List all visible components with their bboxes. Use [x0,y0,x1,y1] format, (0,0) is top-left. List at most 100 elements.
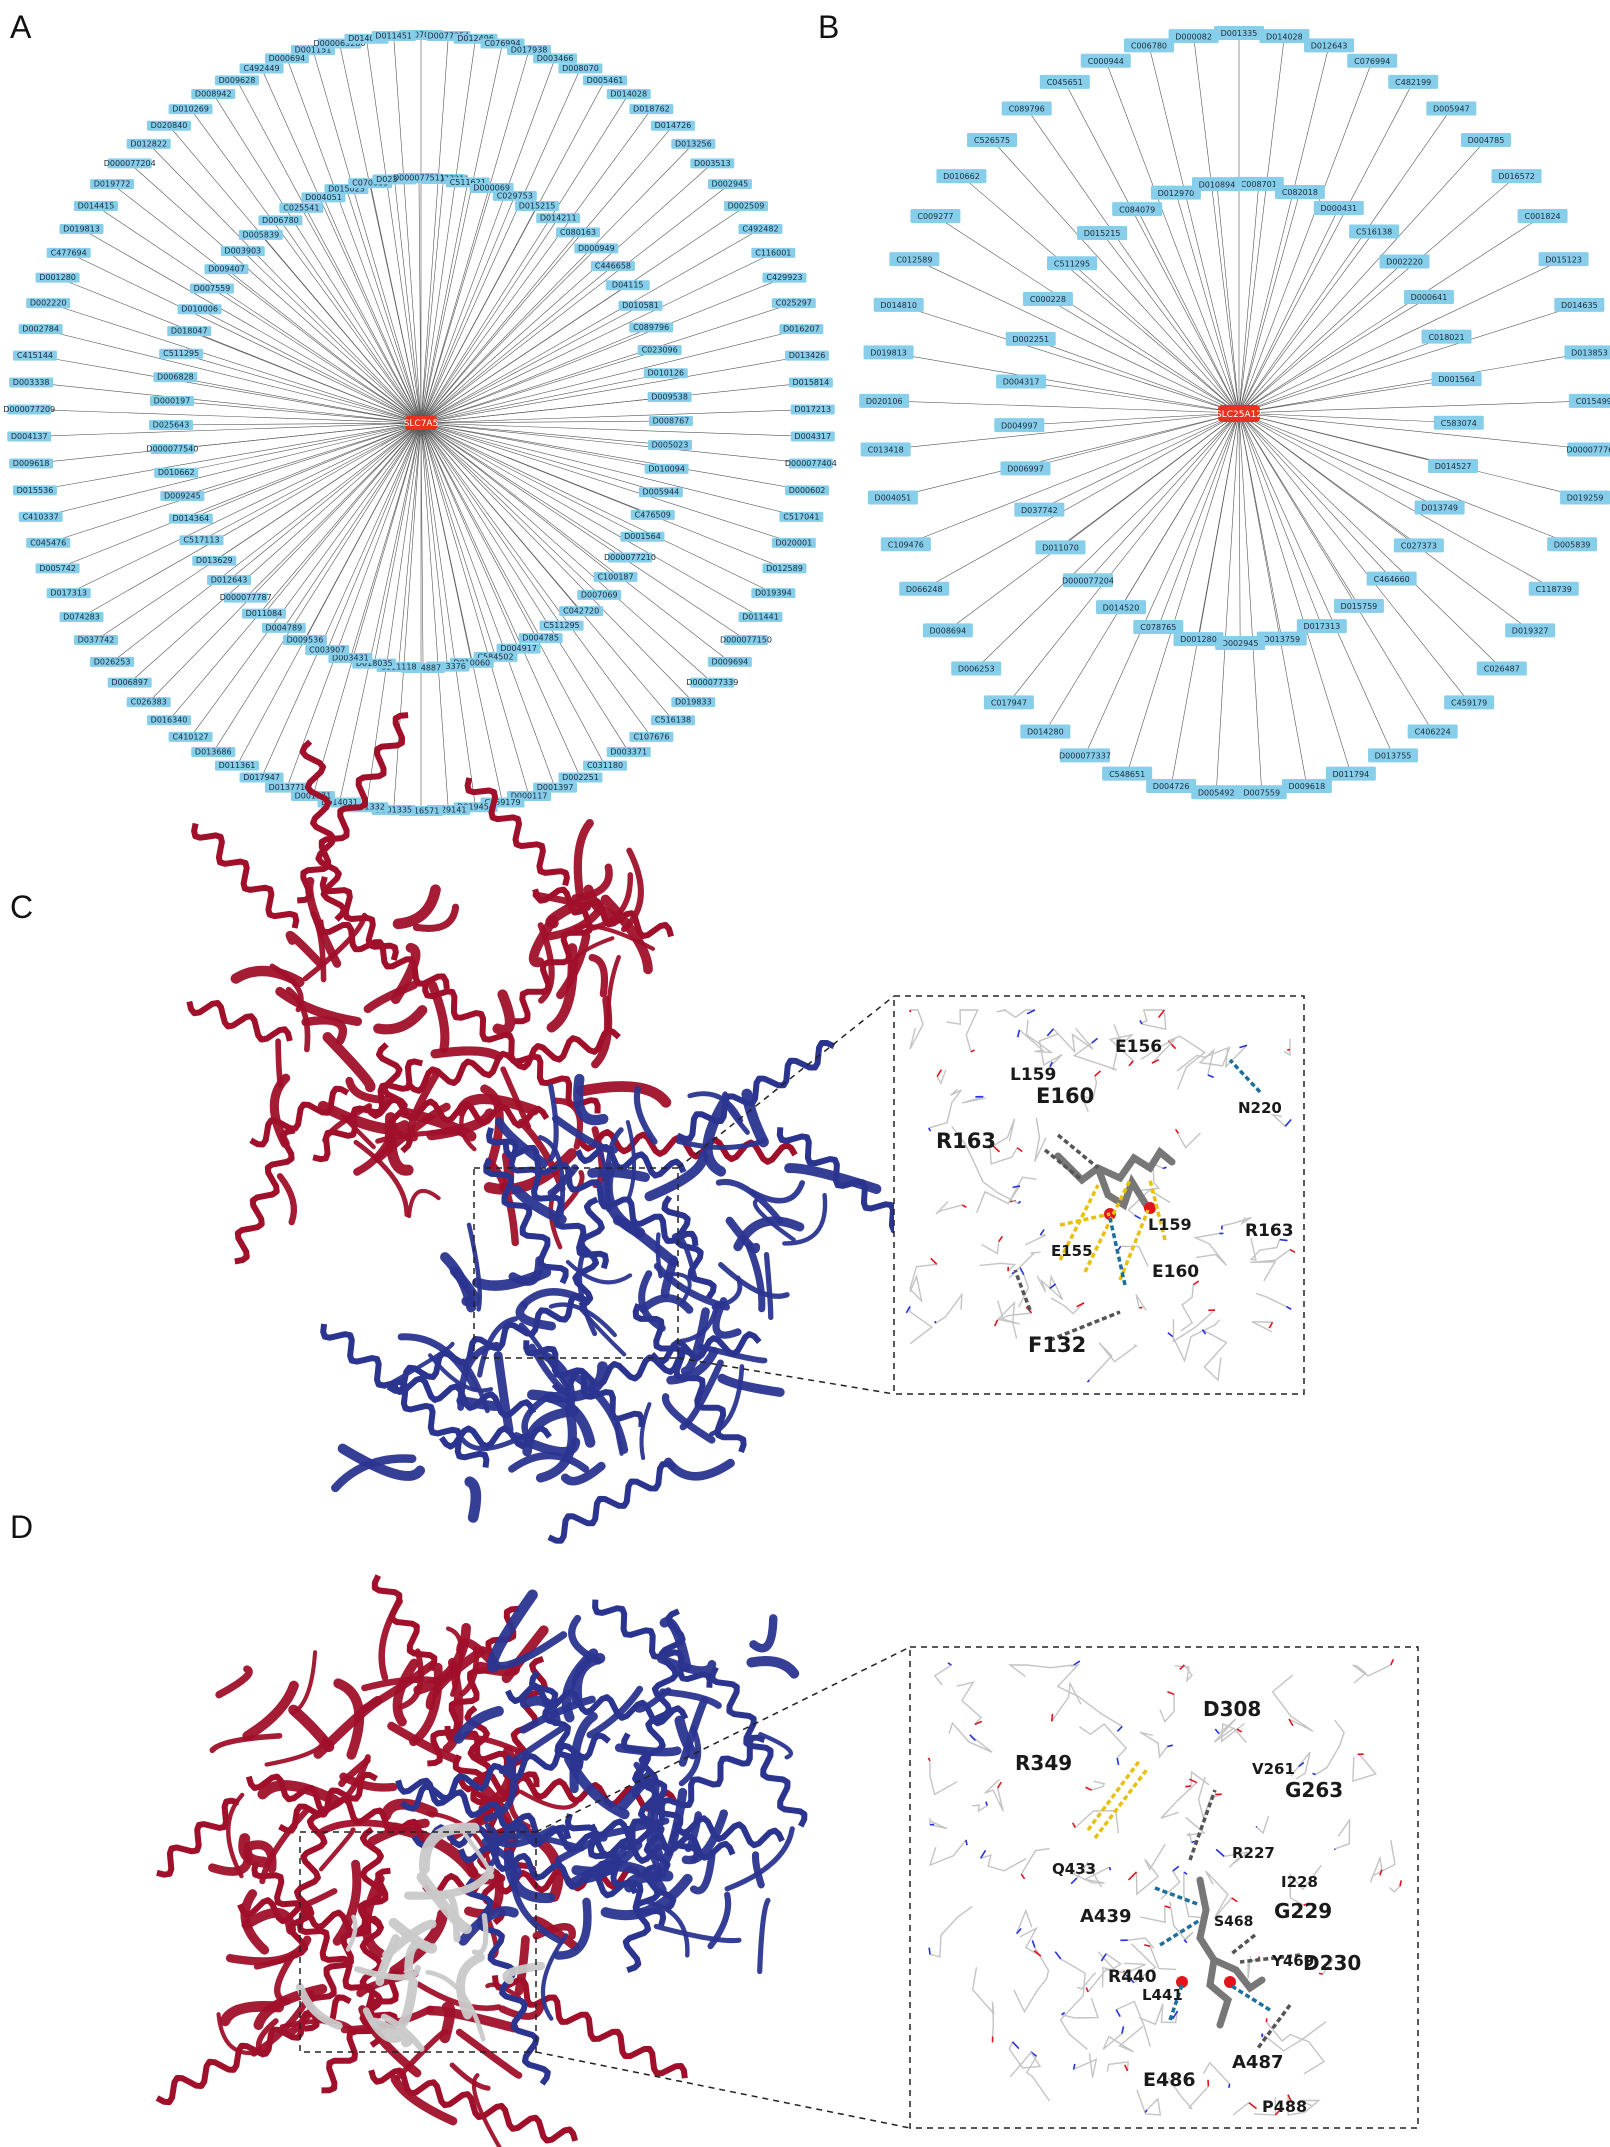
network-node[interactable]: D014810 [873,297,924,312]
network-node[interactable]: D000077787 [220,592,272,603]
network-node[interactable]: D003338 [9,377,54,388]
network-node[interactable]: C018021 [1421,329,1472,344]
network-node[interactable]: D000077767 [1566,442,1610,457]
network-node[interactable]: D004726 [1146,778,1197,793]
network-node[interactable]: D011084 [241,608,286,619]
network-node[interactable]: D001280 [35,272,80,283]
network-node[interactable]: C511295 [539,620,584,631]
network-node[interactable]: C084079 [1112,202,1163,217]
network-node[interactable]: D000077150 [720,634,772,645]
network-node[interactable]: D017938 [507,45,552,56]
network-node[interactable]: D010126 [643,368,688,379]
network-node[interactable]: D010662 [936,169,987,184]
network-node[interactable]: D007559 [1236,785,1287,800]
network-node[interactable]: D003903 [220,246,265,257]
network-node[interactable]: D000082 [1168,29,1219,44]
network-node[interactable]: D013426 [785,350,830,361]
network-node[interactable]: C511295 [159,348,204,359]
network-node[interactable]: C015499 [1568,393,1610,408]
network-node[interactable]: D002784 [18,324,63,335]
network-node[interactable]: D017313 [1296,619,1347,634]
network-node[interactable]: C517113 [179,535,224,546]
network-node[interactable]: C517041 [779,511,824,522]
network-node[interactable]: D019813 [59,224,104,234]
network-node[interactable]: C511295 [1046,256,1097,271]
network-node[interactable]: D026253 [90,656,135,667]
network-node[interactable]: C012589 [889,252,940,267]
network-node[interactable]: D001564 [1431,372,1482,387]
network-node[interactable]: C109476 [880,537,931,552]
network-node[interactable]: D014527 [1428,459,1479,474]
network-node[interactable]: D000077204 [1062,573,1114,588]
network-node[interactable]: D004051 [867,490,918,505]
network-node[interactable]: D010662 [154,467,199,478]
network-node[interactable]: D002945 [1215,635,1266,650]
network-node[interactable]: D005461 [583,75,628,86]
network-node[interactable]: C516138 [650,715,695,726]
network-node[interactable]: D009245 [160,491,205,502]
network-node[interactable]: C492482 [738,224,783,234]
network-node[interactable]: C516138 [1349,224,1400,239]
network-node[interactable]: D000949 [574,243,619,254]
network-node[interactable]: C082018 [1274,184,1325,199]
network-node[interactable]: D012643 [1304,38,1355,53]
network-node[interactable]: D009618 [9,458,54,469]
network-node[interactable]: D066248 [899,581,950,596]
network-node[interactable]: D009407 [204,264,249,275]
network-node[interactable]: D019259 [1560,490,1610,505]
network-node[interactable]: D002251 [558,772,603,783]
network-node[interactable]: D000077337 [1059,748,1111,763]
network-node[interactable]: D014726 [650,120,695,131]
network-node[interactable]: D003466 [533,53,578,64]
network-node[interactable]: D006897 [107,677,152,688]
network-node[interactable]: D010894 [1191,177,1242,192]
network-node[interactable]: D005742 [35,563,80,574]
network-node[interactable]: C080163 [556,227,601,238]
network-node[interactable]: D011361 [214,760,259,771]
network-node[interactable]: D013629 [192,555,237,566]
network-node[interactable]: D019394 [751,588,796,599]
network-node[interactable]: D011451 [371,30,416,41]
network-node[interactable]: C548651 [1102,766,1153,781]
network-node[interactable]: D000077339 [686,677,738,688]
network-node[interactable]: D000641 [1403,289,1454,304]
network-node[interactable]: C026383 [126,697,171,708]
network-node[interactable]: D020001 [771,537,816,548]
network-node[interactable]: C000944 [1080,53,1131,68]
network-node[interactable]: C477694 [46,247,91,258]
network-node[interactable]: D002220 [1379,254,1430,269]
network-node[interactable]: C003907 [305,645,350,656]
network-node[interactable]: D018047 [167,326,212,337]
network-node[interactable]: D000602 [785,485,830,496]
network-node[interactable]: C076994 [1347,53,1398,68]
network-node[interactable]: D009536 [282,635,327,646]
network-node[interactable]: C029753 [492,190,537,201]
network-node[interactable]: D015759 [1333,598,1384,613]
network-node[interactable]: D008942 [191,88,236,99]
network-node[interactable]: C406224 [1407,724,1458,739]
network-node[interactable]: D014211 [536,213,581,224]
network-node[interactable]: D006828 [153,372,198,383]
network-node[interactable]: D010006 [177,304,222,315]
network-node[interactable]: D011441 [738,612,783,622]
network-node[interactable]: D012970 [1150,185,1201,200]
network-node[interactable]: D000431 [1313,201,1364,216]
network-node[interactable]: D015536 [12,485,57,496]
network-node[interactable]: D000077209 [3,404,55,415]
network-node[interactable]: D000197 [150,395,195,406]
network-node[interactable]: C025297 [771,298,816,309]
network-node[interactable]: D009618 [1281,778,1332,793]
network-node[interactable]: C045476 [26,537,71,548]
network-node[interactable]: D001564 [620,531,665,542]
network-node[interactable]: D008070 [558,63,603,74]
network-node[interactable]: D009628 [214,75,259,86]
network-node[interactable]: D020106 [859,393,910,408]
network-node[interactable]: D003371 [606,747,651,758]
network-node[interactable]: D000077204 [104,158,156,169]
network-node[interactable]: D005839 [238,229,283,240]
network-node[interactable]: D002509 [723,201,768,212]
network-node[interactable]: D014280 [1020,724,1071,739]
network-node[interactable]: D013853 [1564,345,1610,360]
network-node[interactable]: C045651 [1039,74,1090,89]
network-node[interactable]: D012589 [762,563,807,574]
